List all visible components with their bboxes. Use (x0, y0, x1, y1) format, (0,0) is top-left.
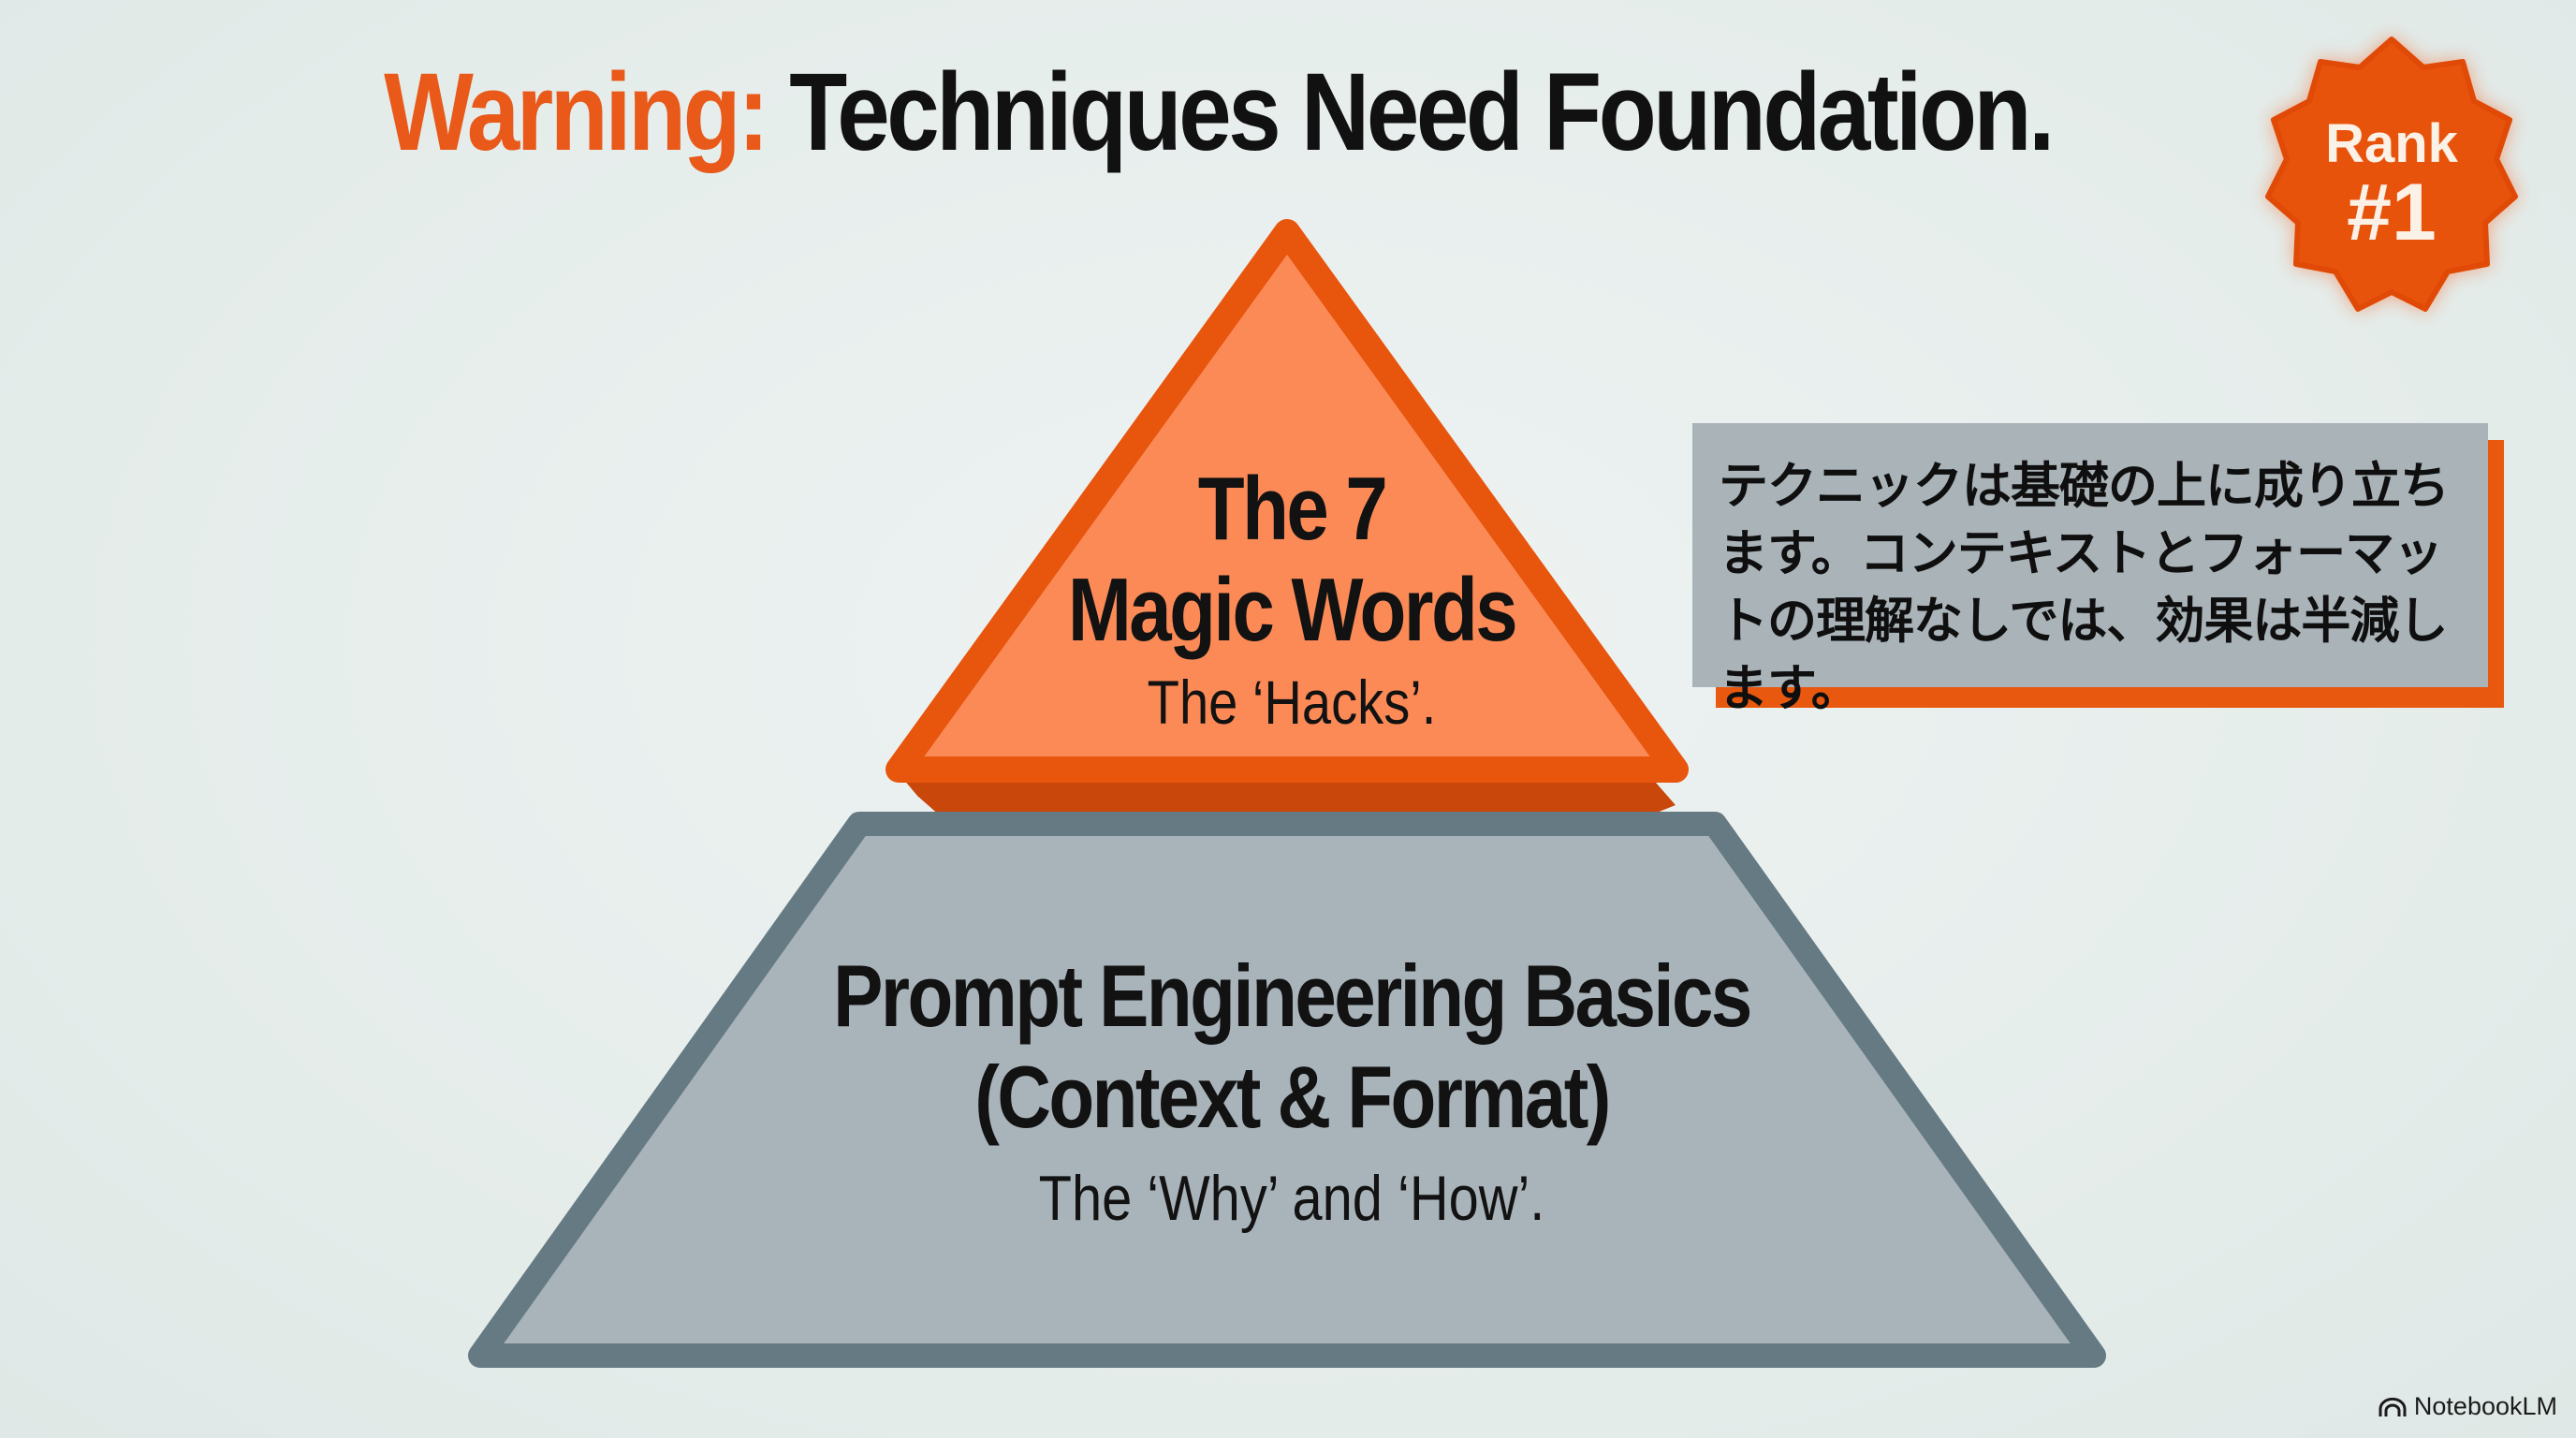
top-tier-title-line1: The 7 (1197, 459, 1388, 559)
watermark-label: NotebookLM (2413, 1392, 2557, 1420)
slide-title: Warning: Techniques Need Foundation. (50, 47, 2386, 178)
title-text: Techniques Need Foundation. (789, 51, 2055, 174)
base-tier-title-line1: Prompt Engineering Basics (833, 946, 1752, 1045)
base-tier-subtitle: The ‘Why’ and ‘How’. (1038, 1163, 1545, 1234)
top-triangle-shape (886, 219, 1689, 783)
title-warning-prefix: Warning: (384, 51, 769, 174)
callout-box: テクニックは基礎の上に成り立ちます。コンテキストとフォーマットの理解なしでは、効… (1692, 423, 2488, 717)
top-tier-title: The 7 Magic Words (989, 459, 1594, 661)
notebooklm-logo-icon (2378, 1397, 2407, 1416)
badge-value: #1 (2347, 168, 2437, 257)
rank-badge: Rank #1 (2251, 28, 2532, 328)
top-tier-subtitle: The ‘Hacks’. (1147, 668, 1437, 737)
base-tier-title-line2: (Context & Format) (974, 1048, 1611, 1146)
starburst-badge-icon (2265, 37, 2518, 312)
top-tier-title-line2: Magic Words (1067, 560, 1518, 660)
base-tier-title: Prompt Engineering Basics (Context & For… (655, 946, 1928, 1148)
callout-text: テクニックは基礎の上に成り立ちます。コンテキストとフォーマットの理解なしでは、効… (1719, 458, 2450, 717)
notebooklm-watermark: NotebookLM (2378, 1392, 2557, 1421)
badge-label: Rank (2325, 113, 2458, 174)
base-trapezoid-shape (468, 812, 2106, 1368)
